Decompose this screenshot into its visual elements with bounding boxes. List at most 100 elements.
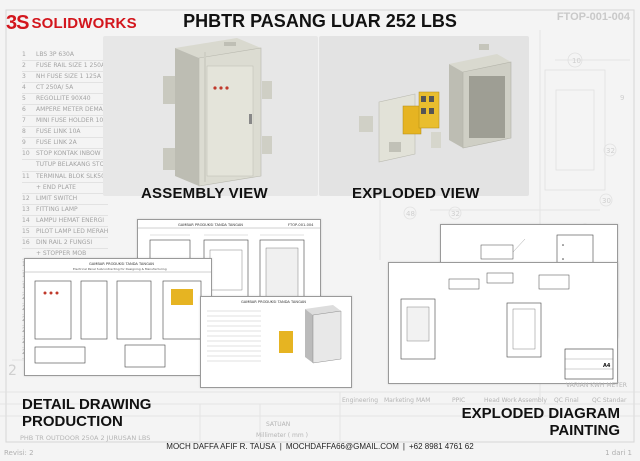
title-block-column: PPIC bbox=[452, 397, 466, 404]
parts-list-no: 14 bbox=[22, 216, 30, 224]
parts-list-row: TUTUP BELAKANG STOP KONTAK bbox=[22, 160, 108, 172]
svg-text:32: 32 bbox=[451, 210, 460, 218]
painting-sheet-front: A4 bbox=[388, 262, 618, 384]
parts-list-name: + END PLATE bbox=[36, 183, 76, 191]
contact-footer: MOCH DAFFA AFIF R. TAUSA|MOCHDAFFA66@GMA… bbox=[0, 443, 640, 451]
drawing-code: FTOP-001-004 bbox=[556, 11, 630, 23]
parts-list-no: 5 bbox=[22, 95, 26, 103]
detail-drawing-sheet-partlist: GAMBAR PRODUKSI TANDA TANGAN bbox=[200, 296, 352, 388]
parts-list-name: CT 250A/ 5A bbox=[36, 84, 74, 92]
title-block-column: Marketing bbox=[384, 397, 414, 404]
sheet-header-a2: GAMBAR PRODUKSI TANDA TANGAN bbox=[89, 262, 154, 266]
sheet-sub: Electrical Panel Subcontracting for Desi… bbox=[73, 267, 167, 271]
title-block-kwh: VARIAN KWH METER bbox=[566, 382, 627, 389]
parts-list-no: 3 bbox=[22, 73, 26, 81]
sheet-size-a4: A4 bbox=[603, 363, 611, 369]
detail-drawing-back-art: GAMBAR PRODUKSI TANDA TANGAN FTOP-001-00… bbox=[138, 223, 320, 315]
parts-list-name: FUSE LINK 2A bbox=[36, 139, 77, 147]
title-block-column: MAM bbox=[416, 397, 431, 404]
title-block-satuan-value: Millimeter ( mm ) bbox=[256, 432, 308, 439]
detail-label-line2: PRODUCTION bbox=[22, 413, 123, 430]
detail-drawing-front-art: GAMBAR PRODUKSI TANDA TANGAN Electrical … bbox=[25, 262, 211, 368]
detail-drawing-label: DETAIL DRAWING PRODUCTION bbox=[22, 396, 151, 430]
exploded-view-label: EXPLODED VIEW bbox=[352, 185, 480, 202]
parts-list-no: 8 bbox=[22, 128, 26, 136]
parts-list-name: PILOT LAMP LED MERAH bbox=[36, 227, 108, 235]
author-phone: +62 8981 4761 62 bbox=[408, 442, 474, 451]
parts-list-name: MINI FUSE HOLDER 10X38 bbox=[36, 117, 108, 125]
solidworks-logo: 3S SOLIDWORKS bbox=[6, 13, 137, 33]
parts-list-name: LAMPU HEMAT ENERGI bbox=[36, 216, 105, 224]
parts-list-name: + STOPPER MOB bbox=[36, 249, 87, 257]
parts-list-name: FUSE LINK 10A bbox=[36, 128, 81, 136]
parts-list-no: 11 bbox=[22, 172, 30, 180]
parts-list-name: FITTING LAMP bbox=[36, 205, 78, 213]
title-block-column: QC Standar bbox=[592, 397, 627, 404]
exploded-view-render bbox=[319, 36, 529, 196]
svg-text:2: 2 bbox=[8, 363, 17, 379]
parts-list-row: 7 MINI FUSE HOLDER 10X38 bbox=[22, 116, 108, 128]
parts-list-row: 16 DIN RAIL 2 FUNGSI bbox=[22, 238, 108, 249]
assembly-view-render bbox=[103, 36, 318, 196]
painting-label: EXPLODED DIAGRAM PAINTING bbox=[462, 405, 620, 439]
title-block-column: Engineering bbox=[342, 397, 378, 404]
parts-list-row: 14 LAMPU HEMAT ENERGI bbox=[22, 216, 108, 227]
page-title: PHBTR PASANG LUAR 252 LBS bbox=[183, 11, 457, 31]
title-block-column: Assembly bbox=[518, 397, 547, 404]
sheet-header-b: FTOP-001-004 bbox=[288, 223, 314, 227]
svg-text:48: 48 bbox=[406, 210, 415, 218]
parts-list-no: 1 bbox=[22, 51, 26, 58]
parts-list-name: NH FUSE SIZE 1 125A bbox=[36, 73, 101, 81]
parts-list-no: 13 bbox=[22, 205, 30, 213]
title-block-satuan: SATUAN bbox=[266, 421, 291, 428]
author-name: MOCH DAFFA AFIF R. TAUSA bbox=[166, 442, 276, 451]
parts-list-no: 15 bbox=[22, 227, 30, 235]
author-email: MOCHDAFFA66@GMAIL.COM bbox=[285, 442, 399, 451]
svg-text:30: 30 bbox=[602, 197, 611, 205]
parts-list-row: 15 PILOT LAMP LED MERAH bbox=[22, 227, 108, 238]
parts-list-no: 16 bbox=[22, 238, 30, 246]
detail-drawing-sheet-front: GAMBAR PRODUKSI TANDA TANGAN Electrical … bbox=[24, 258, 212, 376]
title-block-project: PHB TR OUTDOOR 250A 2 JURUSAN LBS bbox=[20, 434, 151, 442]
parts-list-row: 10 STOP KONTAK INBOW bbox=[22, 149, 108, 161]
assembly-view-label: ASSEMBLY VIEW bbox=[141, 185, 268, 202]
parts-list-no: 7 bbox=[22, 117, 26, 125]
parts-list-no: 4 bbox=[22, 84, 26, 92]
parts-list-row: 13 FITTING LAMP bbox=[22, 205, 108, 216]
parts-list-row: 8 FUSE LINK 10A bbox=[22, 127, 108, 139]
svg-text:9: 9 bbox=[620, 94, 624, 102]
sheet-header-a3: GAMBAR PRODUKSI TANDA TANGAN bbox=[241, 300, 306, 304]
sheet-header-a: GAMBAR PRODUKSI TANDA TANGAN bbox=[178, 223, 243, 227]
revision-label: Revisi: 2 bbox=[4, 449, 34, 457]
parts-list-name: LIMIT SWITCH bbox=[36, 194, 78, 202]
parts-list-no: 12 bbox=[22, 194, 30, 202]
parts-list-row: 1 LBS 3P 630A bbox=[22, 50, 108, 62]
painting-label-line2: PAINTING bbox=[549, 422, 620, 439]
painting-label-line1: EXPLODED DIAGRAM bbox=[461, 405, 620, 422]
parts-list-no: 9 bbox=[22, 139, 26, 147]
parts-list-no: 6 bbox=[22, 106, 26, 114]
parts-list-no: 10 bbox=[22, 150, 30, 158]
parts-list-row: 12 LIMIT SWITCH bbox=[22, 194, 108, 205]
parts-list-name: TUTUP BELAKANG STOP KONTAK bbox=[36, 161, 108, 169]
parts-list-row: 3 NH FUSE SIZE 1 125A bbox=[22, 72, 108, 84]
cabinet-assembly-illustration bbox=[163, 38, 272, 187]
svg-text:32: 32 bbox=[606, 147, 615, 155]
parts-list-row: 9 FUSE LINK 2A bbox=[22, 138, 108, 150]
parts-list-name: STOP KONTAK INBOW bbox=[36, 150, 101, 158]
title-block-column: QC Final bbox=[554, 397, 579, 404]
parts-list-name: LBS 3P 630A bbox=[36, 51, 74, 58]
parts-list-name: REGOLLITE 90X40 bbox=[36, 95, 91, 103]
page-count: 1 dari 1 bbox=[605, 449, 632, 457]
parts-list-row: 4 CT 250A/ 5A bbox=[22, 83, 108, 95]
detail-partlist-art: GAMBAR PRODUKSI TANDA TANGAN bbox=[207, 300, 342, 364]
painting-front-art: A4 bbox=[400, 272, 614, 380]
parts-list-row: + END PLATE bbox=[22, 183, 108, 194]
title-block-column: Head Work bbox=[484, 397, 517, 404]
parts-list-no: 2 bbox=[22, 62, 26, 70]
parts-list-name: DIN RAIL 2 FUNGSI bbox=[36, 238, 93, 246]
svg-text:10: 10 bbox=[572, 57, 581, 65]
